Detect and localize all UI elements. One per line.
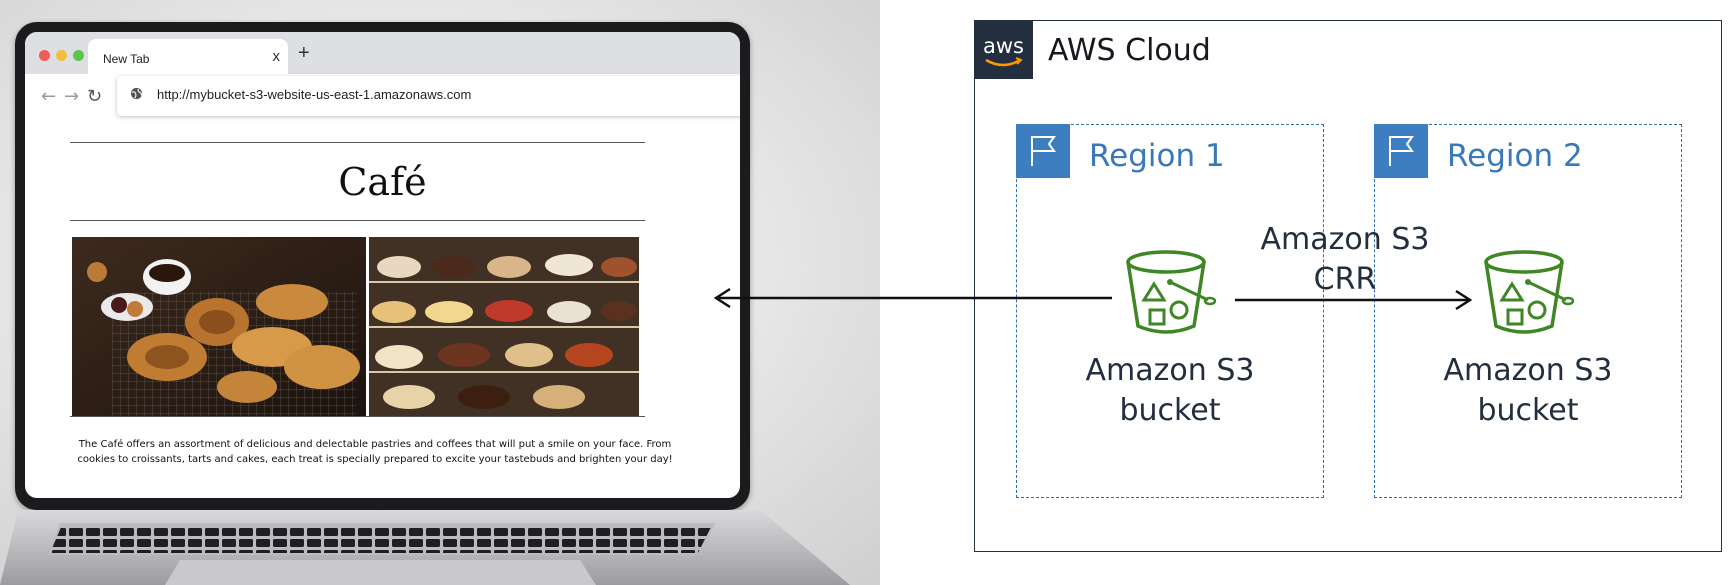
region-2-bucket-label: Amazon S3 bucket <box>1408 351 1648 431</box>
url-text: http://mybucket-s3-website-us-east-1.ama… <box>157 87 472 102</box>
region-2-flag-icon <box>1374 124 1428 178</box>
laptop-keyboard-deck <box>0 510 850 585</box>
bucket-1-type: bucket <box>1119 393 1221 428</box>
region-1-label: Region 1 <box>1089 138 1225 174</box>
browser-window: New Tab x + ← → ↻ http://mybucket-s3-web… <box>25 32 740 498</box>
aws-logo-text: aws <box>983 34 1024 58</box>
divider-top <box>70 142 645 143</box>
crr-label: Amazon S3 CRR <box>1245 220 1445 300</box>
s3-bucket-icon <box>1126 250 1216 334</box>
bucket-2-name: Amazon S3 <box>1443 353 1613 388</box>
region-1-flag-icon <box>1016 124 1070 178</box>
site-description: The Café offers an assortment of delicio… <box>77 439 673 465</box>
aws-cloud-label: AWS Cloud <box>1048 33 1211 68</box>
laptop: New Tab x + ← → ↻ http://mybucket-s3-web… <box>15 22 750 510</box>
bucket-1-name: Amazon S3 <box>1085 353 1255 388</box>
browser-tab-bar: New Tab x + <box>25 32 740 77</box>
minimize-window-dot[interactable] <box>56 50 67 61</box>
forward-arrow-icon[interactable]: → <box>64 86 80 107</box>
close-window-dot[interactable] <box>39 50 50 61</box>
globe-icon <box>130 87 143 100</box>
crr-service-name: Amazon S3 <box>1260 222 1430 257</box>
new-tab-button[interactable]: + <box>298 42 310 64</box>
reload-icon[interactable]: ↻ <box>87 86 103 107</box>
address-bar[interactable]: http://mybucket-s3-website-us-east-1.ama… <box>117 76 740 116</box>
region-1-bucket-label: Amazon S3 bucket <box>1050 351 1290 431</box>
region-2-label: Region 2 <box>1447 138 1583 174</box>
cakes-display-photo <box>369 237 639 417</box>
tab-title: New Tab <box>103 52 150 66</box>
aws-cloud-group <box>974 20 1722 552</box>
back-arrow-icon[interactable]: ← <box>41 86 57 107</box>
aws-logo: aws <box>974 20 1033 79</box>
site-title: Café <box>338 160 427 204</box>
crr-abbreviation: CRR <box>1313 262 1377 297</box>
tab-close-icon[interactable]: x <box>272 48 281 65</box>
divider-middle <box>70 220 645 221</box>
browser-tab[interactable]: New Tab x <box>88 39 288 77</box>
maximize-window-dot[interactable] <box>73 50 84 61</box>
region-1-group <box>1016 124 1324 498</box>
divider-bottom <box>70 416 645 417</box>
s3-bucket-icon <box>1484 250 1574 334</box>
pastries-photo <box>72 237 366 417</box>
region-2-group <box>1374 124 1682 498</box>
bucket-2-type: bucket <box>1477 393 1579 428</box>
